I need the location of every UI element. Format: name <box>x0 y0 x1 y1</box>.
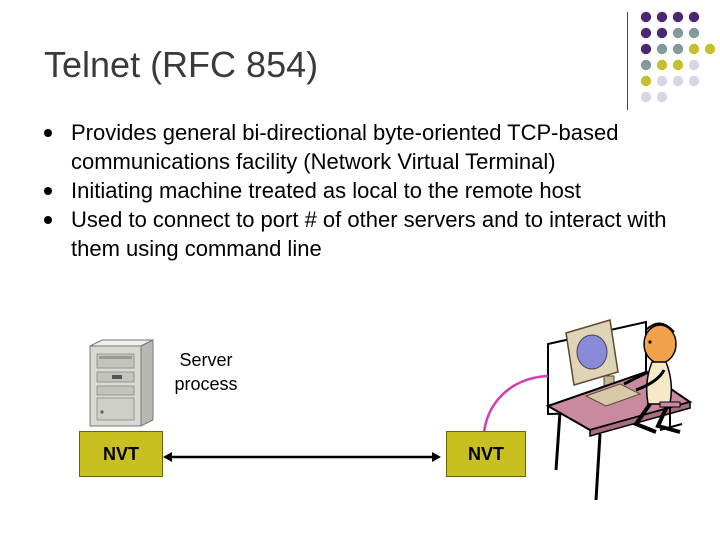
server-process-label: Server process <box>168 348 244 396</box>
slide-title: Telnet (RFC 854) <box>44 44 319 85</box>
bullet-dot-icon <box>44 187 52 195</box>
bullet-text: Initiating machine treated as local to t… <box>71 178 581 203</box>
bullet-text: Used to connect to port # of other serve… <box>71 207 667 261</box>
decorative-dot-grid <box>640 11 716 103</box>
person-at-computer-icon <box>545 319 693 501</box>
server-tower-icon <box>89 339 154 427</box>
connection-arrow <box>163 452 441 462</box>
bullet-list: Provides general bi-directional byte-ori… <box>44 118 694 263</box>
bullet-dot-icon <box>44 129 52 137</box>
server-label-line1: Server <box>179 350 233 370</box>
nvt-box-server: NVT <box>79 431 163 477</box>
title-divider-line <box>627 12 628 110</box>
bullet-item: Provides general bi-directional byte-ori… <box>44 118 694 176</box>
bullet-item: Used to connect to port # of other serve… <box>44 205 694 263</box>
server-label-line2: process <box>174 374 238 394</box>
nvt-box-client: NVT <box>446 431 526 477</box>
bullet-text: Provides general bi-directional byte-ori… <box>71 120 619 174</box>
bullet-item: Initiating machine treated as local to t… <box>44 176 694 205</box>
bullet-dot-icon <box>44 216 52 224</box>
